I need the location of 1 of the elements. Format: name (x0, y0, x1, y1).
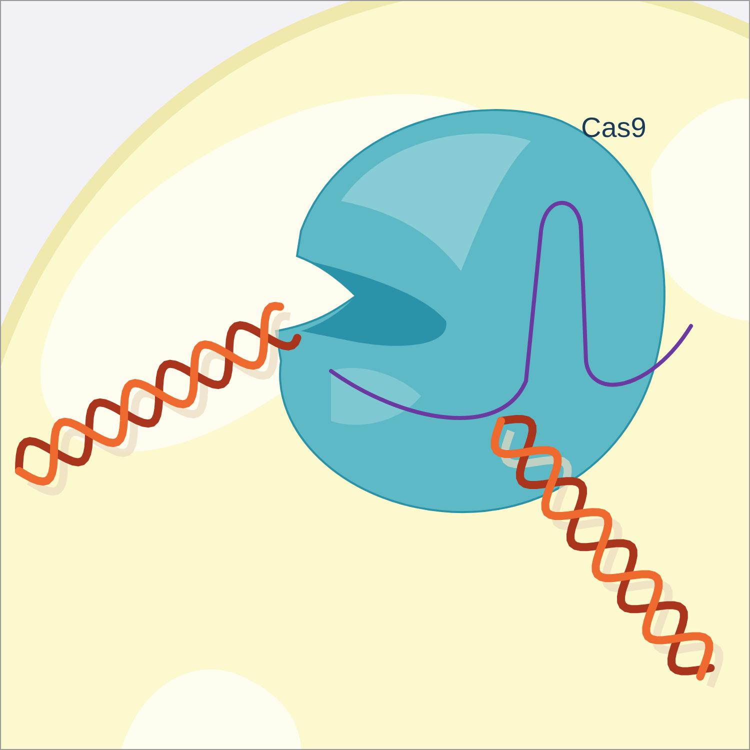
protein-label: Cas9 (581, 111, 646, 145)
